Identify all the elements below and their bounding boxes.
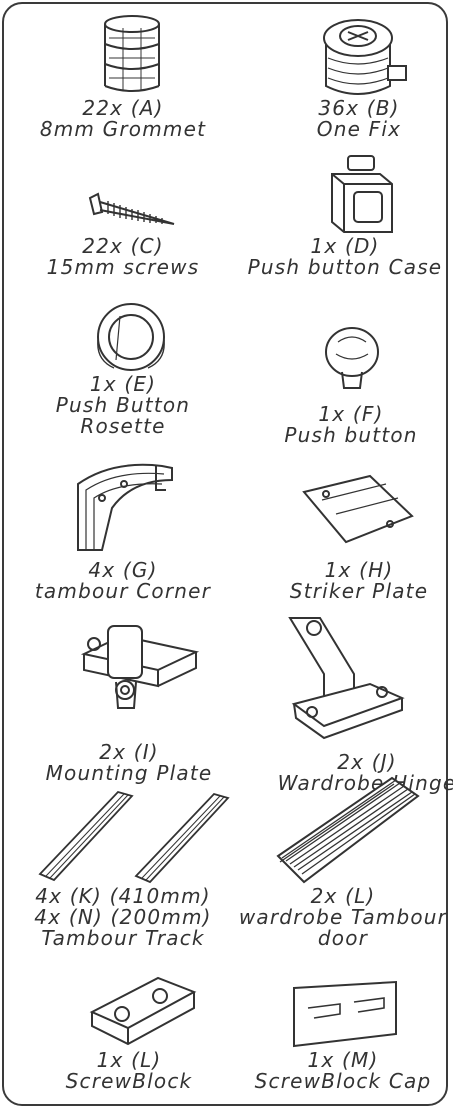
caption-line: 8mm Grommet	[39, 117, 207, 141]
caption-line: ScrewBlock Cap	[254, 1069, 432, 1093]
rosette-icon	[84, 300, 178, 374]
caption-line: 1x (E)	[89, 372, 157, 396]
caption-line: door	[317, 926, 369, 950]
mounting-plate-icon	[78, 620, 202, 716]
caption-line: 1x (D)	[310, 234, 380, 258]
screwblock-icon	[88, 972, 198, 1050]
part-caption-h: 1x (H) Striker Plate	[246, 560, 453, 602]
caption-line: 1x (M)	[307, 1048, 379, 1072]
caption-line: 4x (K) (410mm)	[35, 884, 211, 908]
caption-line: Wardrobe Hinge	[277, 771, 453, 795]
part-caption-b: 36x (B) One Fix	[246, 98, 453, 140]
caption-line: 2x (L)	[310, 884, 376, 908]
part-caption-g: 4x (G) tambour Corner	[10, 560, 236, 602]
screwblock-cap-icon	[290, 978, 402, 1050]
part-caption-c: 22x (C) 15mm screws	[10, 236, 236, 278]
caption-line: ScrewBlock	[65, 1069, 193, 1093]
tambour-door-icon	[274, 772, 422, 888]
part-caption-f: 1x (F) Push button	[238, 404, 453, 446]
caption-line: 2x (J)	[337, 750, 397, 774]
part-caption-a: 22x (A) 8mm Grommet	[10, 98, 236, 140]
tambour-track-icon	[32, 784, 252, 888]
screw-icon	[86, 192, 178, 232]
caption-line: Tambour Track	[41, 926, 205, 950]
part-caption-m: 1x (M) ScrewBlock Cap	[230, 1050, 453, 1092]
caption-line: 4x (G)	[88, 558, 158, 582]
caption-line: 4x (N) (200mm)	[34, 905, 212, 929]
part-caption-i: 2x (I) Mounting Plate	[16, 742, 242, 784]
caption-line: 1x (F)	[318, 402, 384, 426]
caption-line: Push button	[284, 423, 418, 447]
grommet-icon	[99, 14, 165, 96]
push-button-icon	[322, 324, 382, 394]
part-caption-e: 1x (E) Push Button Rosette	[10, 374, 236, 437]
one-fix-icon	[318, 14, 410, 104]
caption-line: 22x (A)	[82, 96, 164, 120]
push-button-case-icon	[326, 152, 398, 238]
caption-line: 2x (I)	[99, 740, 159, 764]
caption-line: Push Button	[55, 393, 191, 417]
tambour-corner-icon	[72, 458, 176, 554]
wardrobe-hinge-icon	[284, 614, 406, 742]
caption-line: Striker Plate	[289, 579, 429, 603]
part-caption-j: 2x (J) Wardrobe Hinge	[254, 752, 453, 794]
striker-plate-icon	[300, 472, 416, 546]
caption-line: 36x (B)	[318, 96, 400, 120]
part-caption-l-door: 2x (L) wardrobe Tambour door	[230, 886, 453, 949]
caption-line: Mounting Plate	[45, 761, 213, 785]
caption-line: One Fix	[316, 117, 402, 141]
caption-line: wardrobe Tambour	[238, 905, 448, 929]
part-caption-d: 1x (D) Push button Case	[232, 236, 453, 278]
caption-line: 22x (C)	[82, 234, 164, 258]
caption-line: Rosette	[80, 414, 166, 438]
caption-line: Push button Case	[247, 255, 443, 279]
caption-line: tambour Corner	[34, 579, 212, 603]
caption-line: 15mm screws	[46, 255, 200, 279]
part-caption-k: 4x (K) (410mm) 4x (N) (200mm) Tambour Tr…	[10, 886, 236, 949]
caption-line: 1x (H)	[324, 558, 394, 582]
caption-line: 1x (L)	[96, 1048, 162, 1072]
part-caption-screwblock: 1x (L) ScrewBlock	[16, 1050, 242, 1092]
